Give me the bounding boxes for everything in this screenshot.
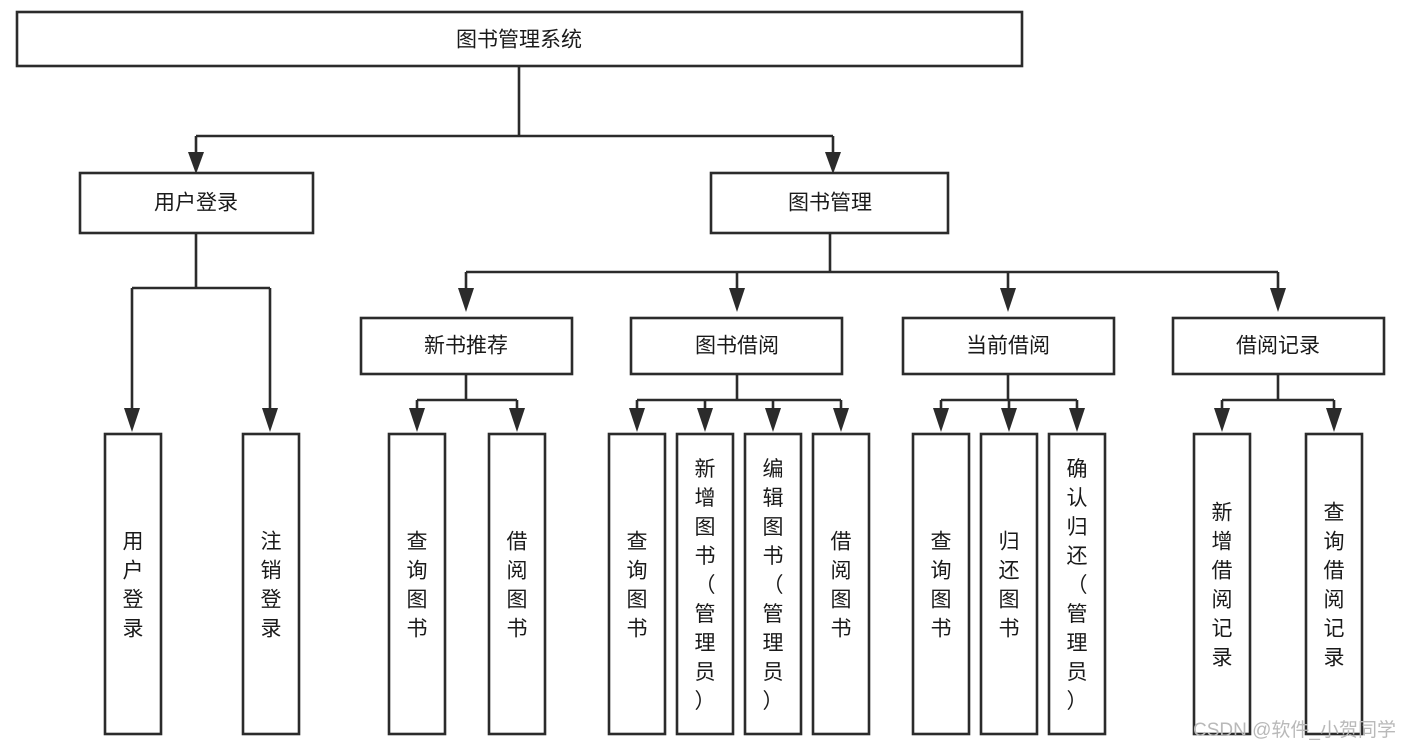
node-leaf-user-logout[interactable]: 注销登录 xyxy=(241,432,301,736)
arrow-head-leaf-add-record xyxy=(1214,408,1230,432)
node-leaf-add-book[interactable]: 新增图书（管理员） xyxy=(675,432,735,736)
node-leaf-query-book-2-box[interactable] xyxy=(607,432,667,736)
node-leaf-add-record[interactable]: 新增借阅记录 xyxy=(1192,432,1252,736)
arrow-head-leaf-add-book xyxy=(697,408,713,432)
node-leaf-query-book-1-label: 查询图书 xyxy=(407,531,428,641)
node-leaf-user-login-label: 用户登录 xyxy=(123,531,144,641)
node-leaf-query-book-1[interactable]: 查询图书 xyxy=(387,432,447,736)
arrow-head-leaf-borrow-book-2 xyxy=(833,408,849,432)
node-leaf-query-record[interactable]: 查询借阅记录 xyxy=(1304,432,1364,736)
arrow-head-leaf-query-book-1 xyxy=(409,408,425,432)
arrow-head-leaf-query-book-3 xyxy=(933,408,949,432)
node-leaf-confirm-return-box[interactable] xyxy=(1047,432,1107,736)
node-leaf-edit-book[interactable]: 编辑图书（管理员） xyxy=(743,432,803,736)
node-leaf-query-book-3[interactable]: 查询图书 xyxy=(911,432,971,736)
arrow-head-leaf-borrow-book-1 xyxy=(509,408,525,432)
arrow-head-leaf-confirm-return xyxy=(1069,408,1085,432)
node-leaf-borrow-book-2[interactable]: 借阅图书 xyxy=(811,432,871,736)
node-new-book-rec-box[interactable] xyxy=(359,316,574,376)
node-user-login-label: 用户登录 xyxy=(154,192,238,215)
node-leaf-borrow-book-2-label: 借阅图书 xyxy=(831,531,852,641)
node-current-borrow[interactable]: 当前借阅 xyxy=(901,316,1116,376)
node-new-book-rec-label: 新书推荐 xyxy=(424,335,508,358)
node-book-borrow-label: 图书借阅 xyxy=(695,335,779,358)
arrow-head-leaf-query-record xyxy=(1326,408,1342,432)
node-leaf-query-record-box[interactable] xyxy=(1304,432,1364,736)
node-leaf-query-book-2-label: 查询图书 xyxy=(627,531,648,641)
node-book-manage-label: 图书管理 xyxy=(788,192,872,215)
node-root[interactable]: 图书管理系统 xyxy=(15,10,1024,68)
node-user-login-box[interactable] xyxy=(78,171,315,235)
node-leaf-query-book-2[interactable]: 查询图书 xyxy=(607,432,667,736)
arrow-head-user-login xyxy=(188,152,204,174)
node-current-borrow-box[interactable] xyxy=(901,316,1116,376)
arrow-head-borrow-record xyxy=(1270,288,1286,312)
node-current-borrow-label: 当前借阅 xyxy=(966,335,1050,358)
node-leaf-user-login[interactable]: 用户登录 xyxy=(103,432,163,736)
node-new-book-rec[interactable]: 新书推荐 xyxy=(359,316,574,376)
node-leaf-borrow-book-1-label: 借阅图书 xyxy=(507,531,528,641)
node-leaf-add-record-label: 新增借阅记录 xyxy=(1212,502,1233,670)
arrow-head-leaf-edit-book xyxy=(765,408,781,432)
node-book-borrow[interactable]: 图书借阅 xyxy=(629,316,844,376)
node-leaf-borrow-book-1[interactable]: 借阅图书 xyxy=(487,432,547,736)
node-leaf-confirm-return-label: 确认归还（管理员） xyxy=(1067,458,1088,713)
node-leaf-user-logout-label: 注销登录 xyxy=(261,531,282,641)
arrow-head-new-book-rec xyxy=(458,288,474,312)
node-leaf-query-book-3-label: 查询图书 xyxy=(931,531,952,641)
connector-layer xyxy=(124,66,1342,432)
node-root-label: 图书管理系统 xyxy=(456,29,582,52)
csdn-watermark: CSDN @软件_小贺同学 xyxy=(1193,719,1396,741)
node-leaf-edit-book-label: 编辑图书（管理员） xyxy=(763,458,784,713)
node-leaf-borrow-book-2-box[interactable] xyxy=(811,432,871,736)
arrow-head-leaf-user-login xyxy=(124,408,140,432)
node-leaf-query-record-label: 查询借阅记录 xyxy=(1324,502,1345,670)
node-borrow-record[interactable]: 借阅记录 xyxy=(1171,316,1386,376)
node-user-login[interactable]: 用户登录 xyxy=(78,171,315,235)
node-leaf-borrow-book-1-box[interactable] xyxy=(487,432,547,736)
node-leaf-query-book-1-box[interactable] xyxy=(387,432,447,736)
arrow-head-leaf-return-book xyxy=(1001,408,1017,432)
node-leaf-return-book[interactable]: 归还图书 xyxy=(979,432,1039,736)
node-leaf-query-book-3-box[interactable] xyxy=(911,432,971,736)
node-leaf-user-login-box[interactable] xyxy=(103,432,163,736)
node-leaf-return-book-box[interactable] xyxy=(979,432,1039,736)
node-root-box[interactable] xyxy=(15,10,1024,68)
node-borrow-record-box[interactable] xyxy=(1171,316,1386,376)
node-borrow-record-label: 借阅记录 xyxy=(1236,335,1320,358)
arrow-head-book-borrow xyxy=(729,288,745,312)
node-leaf-add-book-label: 新增图书（管理员） xyxy=(695,458,716,713)
arrow-head-current-borrow xyxy=(1000,288,1016,312)
node-leaf-edit-book-box[interactable] xyxy=(743,432,803,736)
node-leaf-confirm-return[interactable]: 确认归还（管理员） xyxy=(1047,432,1107,736)
node-leaf-add-record-box[interactable] xyxy=(1192,432,1252,736)
node-leaf-return-book-label: 归还图书 xyxy=(999,531,1020,641)
node-book-manage-box[interactable] xyxy=(709,171,950,235)
arrow-head-leaf-user-logout xyxy=(262,408,278,432)
arrow-head-leaf-query-book-2 xyxy=(629,408,645,432)
arrow-head-book-manage xyxy=(825,152,841,174)
node-leaf-user-logout-box[interactable] xyxy=(241,432,301,736)
node-book-manage[interactable]: 图书管理 xyxy=(709,171,950,235)
node-leaf-add-book-box[interactable] xyxy=(675,432,735,736)
node-book-borrow-box[interactable] xyxy=(629,316,844,376)
